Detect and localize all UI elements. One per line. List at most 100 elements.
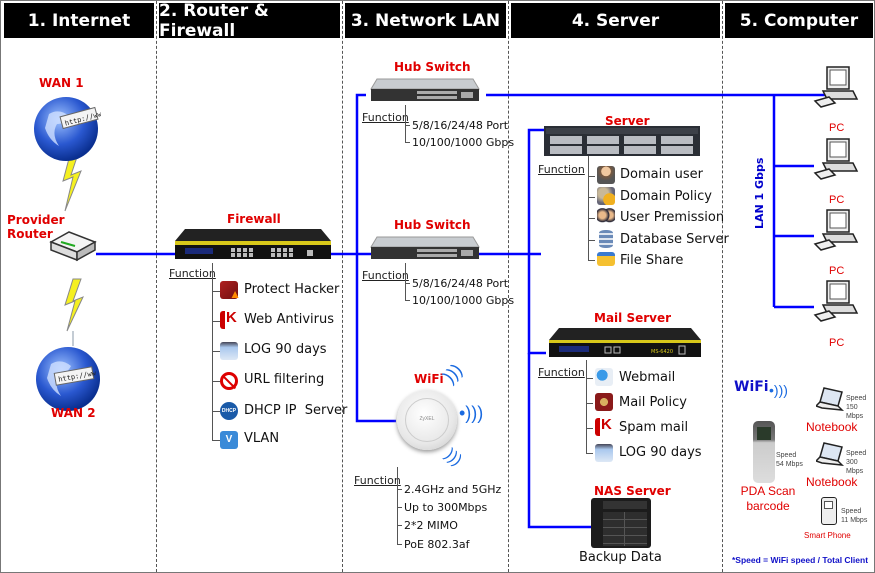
hub-switch-icon bbox=[369, 235, 481, 263]
wan2-label: WAN 2 bbox=[51, 406, 96, 420]
server-function-item: Domain user bbox=[620, 167, 703, 182]
pda-label: PDA Scan barcode bbox=[740, 484, 796, 513]
column-divider bbox=[342, 1, 343, 572]
wifi-function-item: 2*2 MIMO bbox=[404, 519, 458, 532]
mail-server-function-label: Function bbox=[538, 366, 585, 379]
firewall-function-item: DHCP IP Server bbox=[244, 403, 348, 418]
firewall-title: Firewall bbox=[227, 212, 281, 226]
dhcp-icon: DHCP bbox=[220, 402, 238, 420]
mail-server-model: MS-6420 bbox=[651, 349, 673, 355]
header-server: 4. Server bbox=[511, 3, 720, 38]
switch2-function-label: Function bbox=[362, 269, 409, 282]
header-network-lan: 3. Network LAN bbox=[345, 3, 506, 38]
router-icon bbox=[47, 228, 99, 264]
webmail-icon bbox=[595, 368, 613, 386]
notebook1-label: Notebook bbox=[806, 420, 858, 434]
tree-tick bbox=[405, 125, 410, 126]
kaspersky-icon: K bbox=[595, 416, 613, 436]
pda-scanner-icon bbox=[753, 421, 775, 483]
speed-footnote: *Speed = WiFi speed / Total Client bbox=[732, 555, 869, 565]
wan1-label: WAN 1 bbox=[39, 76, 84, 90]
pc-label: PC bbox=[829, 194, 845, 206]
lightning-wan2 bbox=[64, 278, 84, 332]
function-tree-line bbox=[588, 156, 589, 261]
function-tree-line bbox=[405, 105, 406, 143]
pc-icon bbox=[813, 279, 859, 325]
firewall-function-item: Protect Hacker bbox=[244, 282, 340, 297]
server-title: Server bbox=[605, 114, 650, 128]
link-to-switch1 bbox=[355, 93, 366, 254]
tree-tick bbox=[588, 260, 595, 261]
notebook1-speed: Speed 150 Mbps bbox=[846, 394, 874, 421]
header-router-firewall: 2. Router & Firewall bbox=[159, 1, 340, 41]
tree-tick bbox=[586, 428, 593, 429]
switch1-function-item: 10/100/1000 Gbps bbox=[412, 136, 515, 149]
wifi-title: WiFi bbox=[414, 372, 444, 386]
tree-tick bbox=[397, 489, 402, 490]
smartphone-label: Smart Phone bbox=[804, 531, 851, 540]
tree-tick bbox=[586, 453, 593, 454]
policy-icon bbox=[597, 187, 615, 205]
column-divider bbox=[156, 1, 157, 572]
function-tree-line bbox=[397, 467, 398, 545]
firewall-device-icon bbox=[173, 227, 333, 261]
link-to-server bbox=[527, 128, 546, 254]
vlan-icon: V bbox=[220, 431, 238, 449]
speed-value: 11 Mbps bbox=[841, 517, 868, 524]
firewall-function-item: VLAN bbox=[244, 431, 280, 446]
speed-label: Speed bbox=[776, 452, 797, 459]
server-function-label: Function bbox=[538, 163, 585, 176]
link-to-mail-server bbox=[527, 254, 546, 355]
nas-title: NAS Server bbox=[594, 484, 671, 498]
switch1-function-item: 5/8/16/24/48 Port bbox=[412, 119, 509, 132]
header-computer: 5. Computer bbox=[725, 3, 873, 38]
speed-label: Speed bbox=[841, 508, 862, 515]
switch1-function-label: Function bbox=[362, 111, 409, 124]
firewall-function-item: Web Antivirus bbox=[244, 312, 334, 327]
globe-icon: http://ww bbox=[33, 344, 103, 414]
nas-caption: Backup Data bbox=[579, 550, 662, 565]
speed-label: Speed bbox=[846, 395, 867, 402]
function-tree-line bbox=[212, 263, 213, 441]
mail-function-item: Webmail bbox=[619, 370, 676, 385]
notebook-icon bbox=[816, 386, 846, 416]
link-to-wifi-ap bbox=[355, 254, 396, 423]
notebook2-label: Notebook bbox=[806, 475, 858, 489]
tree-tick bbox=[212, 411, 220, 412]
tree-tick bbox=[588, 240, 595, 241]
tree-tick bbox=[212, 291, 220, 292]
log-icon bbox=[595, 444, 613, 462]
user-icon bbox=[597, 166, 615, 184]
link-to-nas bbox=[527, 353, 591, 529]
tree-tick bbox=[588, 218, 595, 219]
wifi-access-point-icon: ZyXEL bbox=[397, 390, 457, 450]
column-divider bbox=[508, 1, 509, 572]
switch2-title: Hub Switch bbox=[394, 218, 471, 232]
column-divider bbox=[722, 1, 723, 572]
server-function-item: Database Server bbox=[620, 232, 729, 247]
notebook-icon bbox=[816, 441, 846, 471]
rack-server-icon bbox=[544, 126, 700, 156]
mail-server-title: Mail Server bbox=[594, 311, 672, 325]
pda-speed: Speed 54 Mbps bbox=[776, 451, 803, 469]
wifi-function-item: Up to 300Mbps bbox=[404, 501, 488, 514]
wifi-signal-icon: •))) bbox=[459, 403, 484, 423]
globe-icon: http://ww bbox=[31, 94, 101, 164]
kaspersky-icon: K bbox=[220, 309, 238, 329]
mail-function-item: LOG 90 days bbox=[619, 445, 702, 460]
speed-value: 54 Mbps bbox=[776, 461, 803, 468]
mail-server-device-icon: MS-6420 bbox=[547, 326, 703, 360]
wifi-brand-label: ZyXEL bbox=[419, 416, 435, 422]
pc-label: PC bbox=[829, 122, 845, 134]
wifi-clients-label: WiFi bbox=[734, 379, 769, 395]
server-function-item: File Share bbox=[620, 253, 684, 268]
log-icon bbox=[220, 342, 238, 360]
pc-icon bbox=[813, 137, 859, 183]
function-tree-line bbox=[586, 360, 587, 454]
pc-label: PC bbox=[829, 265, 845, 277]
tree-tick bbox=[212, 351, 220, 352]
firewall-function-item: LOG 90 days bbox=[244, 342, 327, 357]
speed-value: 150 Mbps bbox=[846, 404, 864, 420]
tree-tick bbox=[397, 525, 402, 526]
